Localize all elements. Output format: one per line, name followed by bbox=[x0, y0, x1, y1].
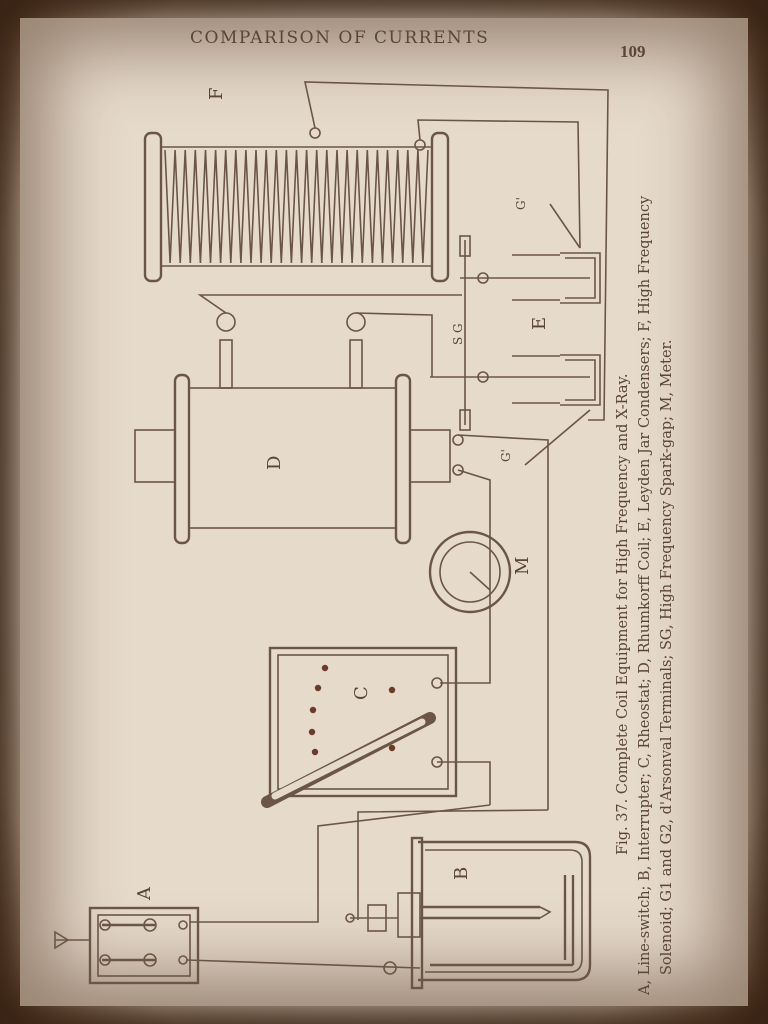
interrupter-b bbox=[345, 836, 592, 990]
running-head: COMPARISON OF CURRENTS bbox=[190, 28, 490, 48]
figure-caption: Fig. 37. Complete Coil Equipment for Hig… bbox=[612, 95, 678, 995]
wire-bottom-1 bbox=[357, 809, 549, 920]
line-switch-a bbox=[54, 906, 421, 985]
terminal-g1: G' bbox=[514, 197, 581, 249]
meter-m bbox=[428, 530, 512, 614]
leyden-jar-upper bbox=[460, 252, 601, 304]
spark-gap-sg bbox=[459, 235, 489, 431]
label-d: D bbox=[264, 456, 285, 470]
rheostat-stud bbox=[314, 684, 322, 692]
wire-d-sec-2 bbox=[355, 312, 433, 377]
label-e: E bbox=[529, 317, 550, 330]
rheostat-stud bbox=[308, 728, 316, 736]
book-page bbox=[20, 18, 748, 1006]
wire-rheostat-out bbox=[437, 761, 491, 805]
svg-text:G': G' bbox=[499, 449, 513, 462]
label-c: C bbox=[351, 686, 372, 700]
solenoid-f bbox=[143, 127, 450, 283]
leyden-jar-lower bbox=[430, 354, 601, 406]
wire-bottom-2 bbox=[190, 804, 491, 923]
wire-d-sec-1 bbox=[197, 294, 462, 314]
rheostat-stud bbox=[309, 706, 317, 714]
rheostat-c bbox=[261, 646, 458, 808]
rheostat-contacts bbox=[308, 664, 396, 756]
label-b: B bbox=[451, 867, 472, 880]
rhumkorff-coil-d bbox=[134, 312, 464, 545]
rheostat-stud bbox=[388, 686, 396, 694]
wires-f bbox=[304, 81, 609, 421]
label-a: A bbox=[134, 886, 155, 901]
terminal-g2: G' bbox=[457, 409, 591, 810]
label-sg: S G bbox=[451, 323, 465, 345]
rheostat-stud bbox=[321, 664, 329, 672]
rheostat-stud bbox=[388, 744, 396, 752]
caption-legend-2: Solenoid; G1 and G2, d'Arsonval Terminal… bbox=[659, 339, 675, 976]
caption-legend-1: A, Line-switch; B, Interrupter; C, Rheos… bbox=[637, 195, 653, 995]
wire-d-meter bbox=[457, 469, 491, 612]
page-number: 109 bbox=[620, 42, 646, 61]
label-f: F bbox=[206, 88, 227, 101]
label-m: M bbox=[512, 557, 533, 575]
caption-title: Fig. 37. Complete Coil Equipment for Hig… bbox=[615, 373, 631, 855]
svg-text:G': G' bbox=[514, 197, 528, 210]
rheostat-stud bbox=[311, 748, 319, 756]
